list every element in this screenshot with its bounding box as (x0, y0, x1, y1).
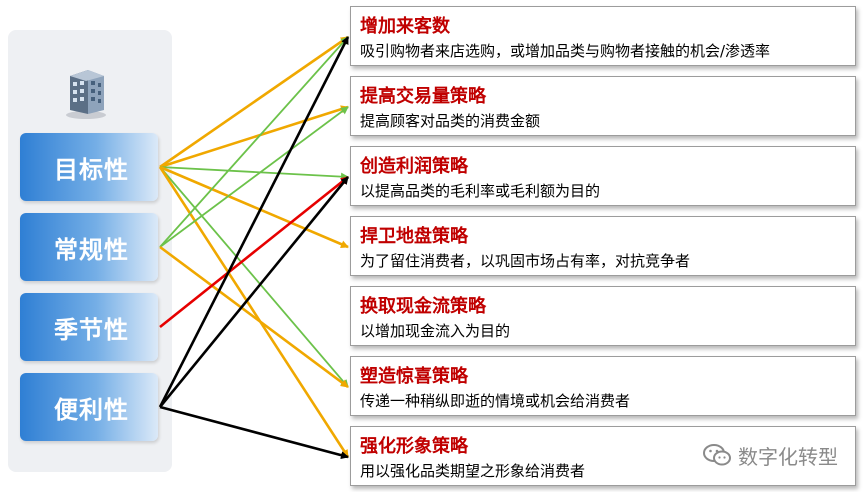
connector-1-5 (159, 245, 349, 389)
strategy-description: 提高顾客对品类的消费金额 (360, 112, 541, 130)
category-seasonal: 季节性 (20, 293, 158, 361)
strategy-title: 强化形象策略 (360, 436, 468, 457)
strategy-box-defend-turf: 捍卫地盘策略 为了留住消费者，以巩固市场占有率，对抗竞争者 (350, 216, 856, 276)
watermark-text: 数字化转型 (738, 444, 838, 469)
strategy-title: 塑造惊喜策略 (360, 366, 468, 387)
connector-0-1 (159, 105, 349, 169)
connector-3-6 (159, 405, 349, 460)
connector-0-3 (159, 165, 349, 249)
connector-3-0 (158, 36, 350, 408)
category-label: 季节性 (54, 315, 129, 344)
strategy-box-enhance-image: 强化形象策略 用以强化品类期望之形象给消费者 (350, 426, 856, 486)
category-routine: 常规性 (20, 213, 158, 281)
strategy-box-generate-profit: 创造利润策略 以提高品类的毛利率或毛利额为目的 (350, 146, 856, 206)
category-label: 常规性 (54, 235, 129, 264)
strategy-title: 创造利润策略 (360, 156, 468, 177)
strategy-box-generate-cash: 换取现金流策略 以增加现金流入为目的 (350, 286, 856, 346)
wechat-icon (703, 444, 731, 466)
strategy-description: 以提高品类的毛利率或毛利额为目的 (360, 182, 601, 200)
strategy-title: 捍卫地盘策略 (360, 226, 468, 247)
strategy-title: 增加来客数 (360, 16, 450, 37)
connector-0-2 (159, 166, 349, 181)
connector-1-1 (159, 106, 349, 248)
strategy-description: 传递一种稍纵即逝的情境或机会给消费者 (360, 392, 631, 410)
strategy-description: 以增加现金流入为目的 (360, 322, 511, 340)
strategy-box-create-excitement: 塑造惊喜策略 传递一种稍纵即逝的情境或机会给消费者 (350, 356, 856, 416)
building-icon (66, 70, 106, 119)
connector-1-0 (159, 36, 349, 248)
strategy-title: 提高交易量策略 (360, 86, 486, 107)
category-targeted: 目标性 (20, 133, 158, 201)
strategy-description: 吸引购物者来店选购，或增加品类与购物者接触的机会/渗透率 (360, 42, 771, 60)
strategy-description: 用以强化品类期望之形象给消费者 (360, 462, 586, 480)
category-label: 便利性 (54, 395, 129, 424)
connector-0-6 (158, 166, 350, 458)
strategy-title: 换取现金流策略 (360, 296, 486, 317)
category-convenience: 便利性 (20, 373, 158, 441)
watermark: 数字化转型 (702, 440, 862, 470)
strategy-box-increase-traffic: 增加来客数 吸引购物者来店选购，或增加品类与购物者接触的机会/渗透率 (350, 6, 856, 66)
strategy-box-increase-transaction: 提高交易量策略 提高顾客对品类的消费金额 (350, 76, 856, 136)
connector-0-5 (159, 166, 349, 388)
connector-3-2 (158, 176, 350, 408)
strategy-description: 为了留住消费者，以巩固市场占有率，对抗竞争者 (360, 252, 691, 270)
connector-2-2 (159, 175, 349, 329)
connector-0-0 (159, 35, 349, 169)
category-label: 目标性 (54, 155, 129, 184)
